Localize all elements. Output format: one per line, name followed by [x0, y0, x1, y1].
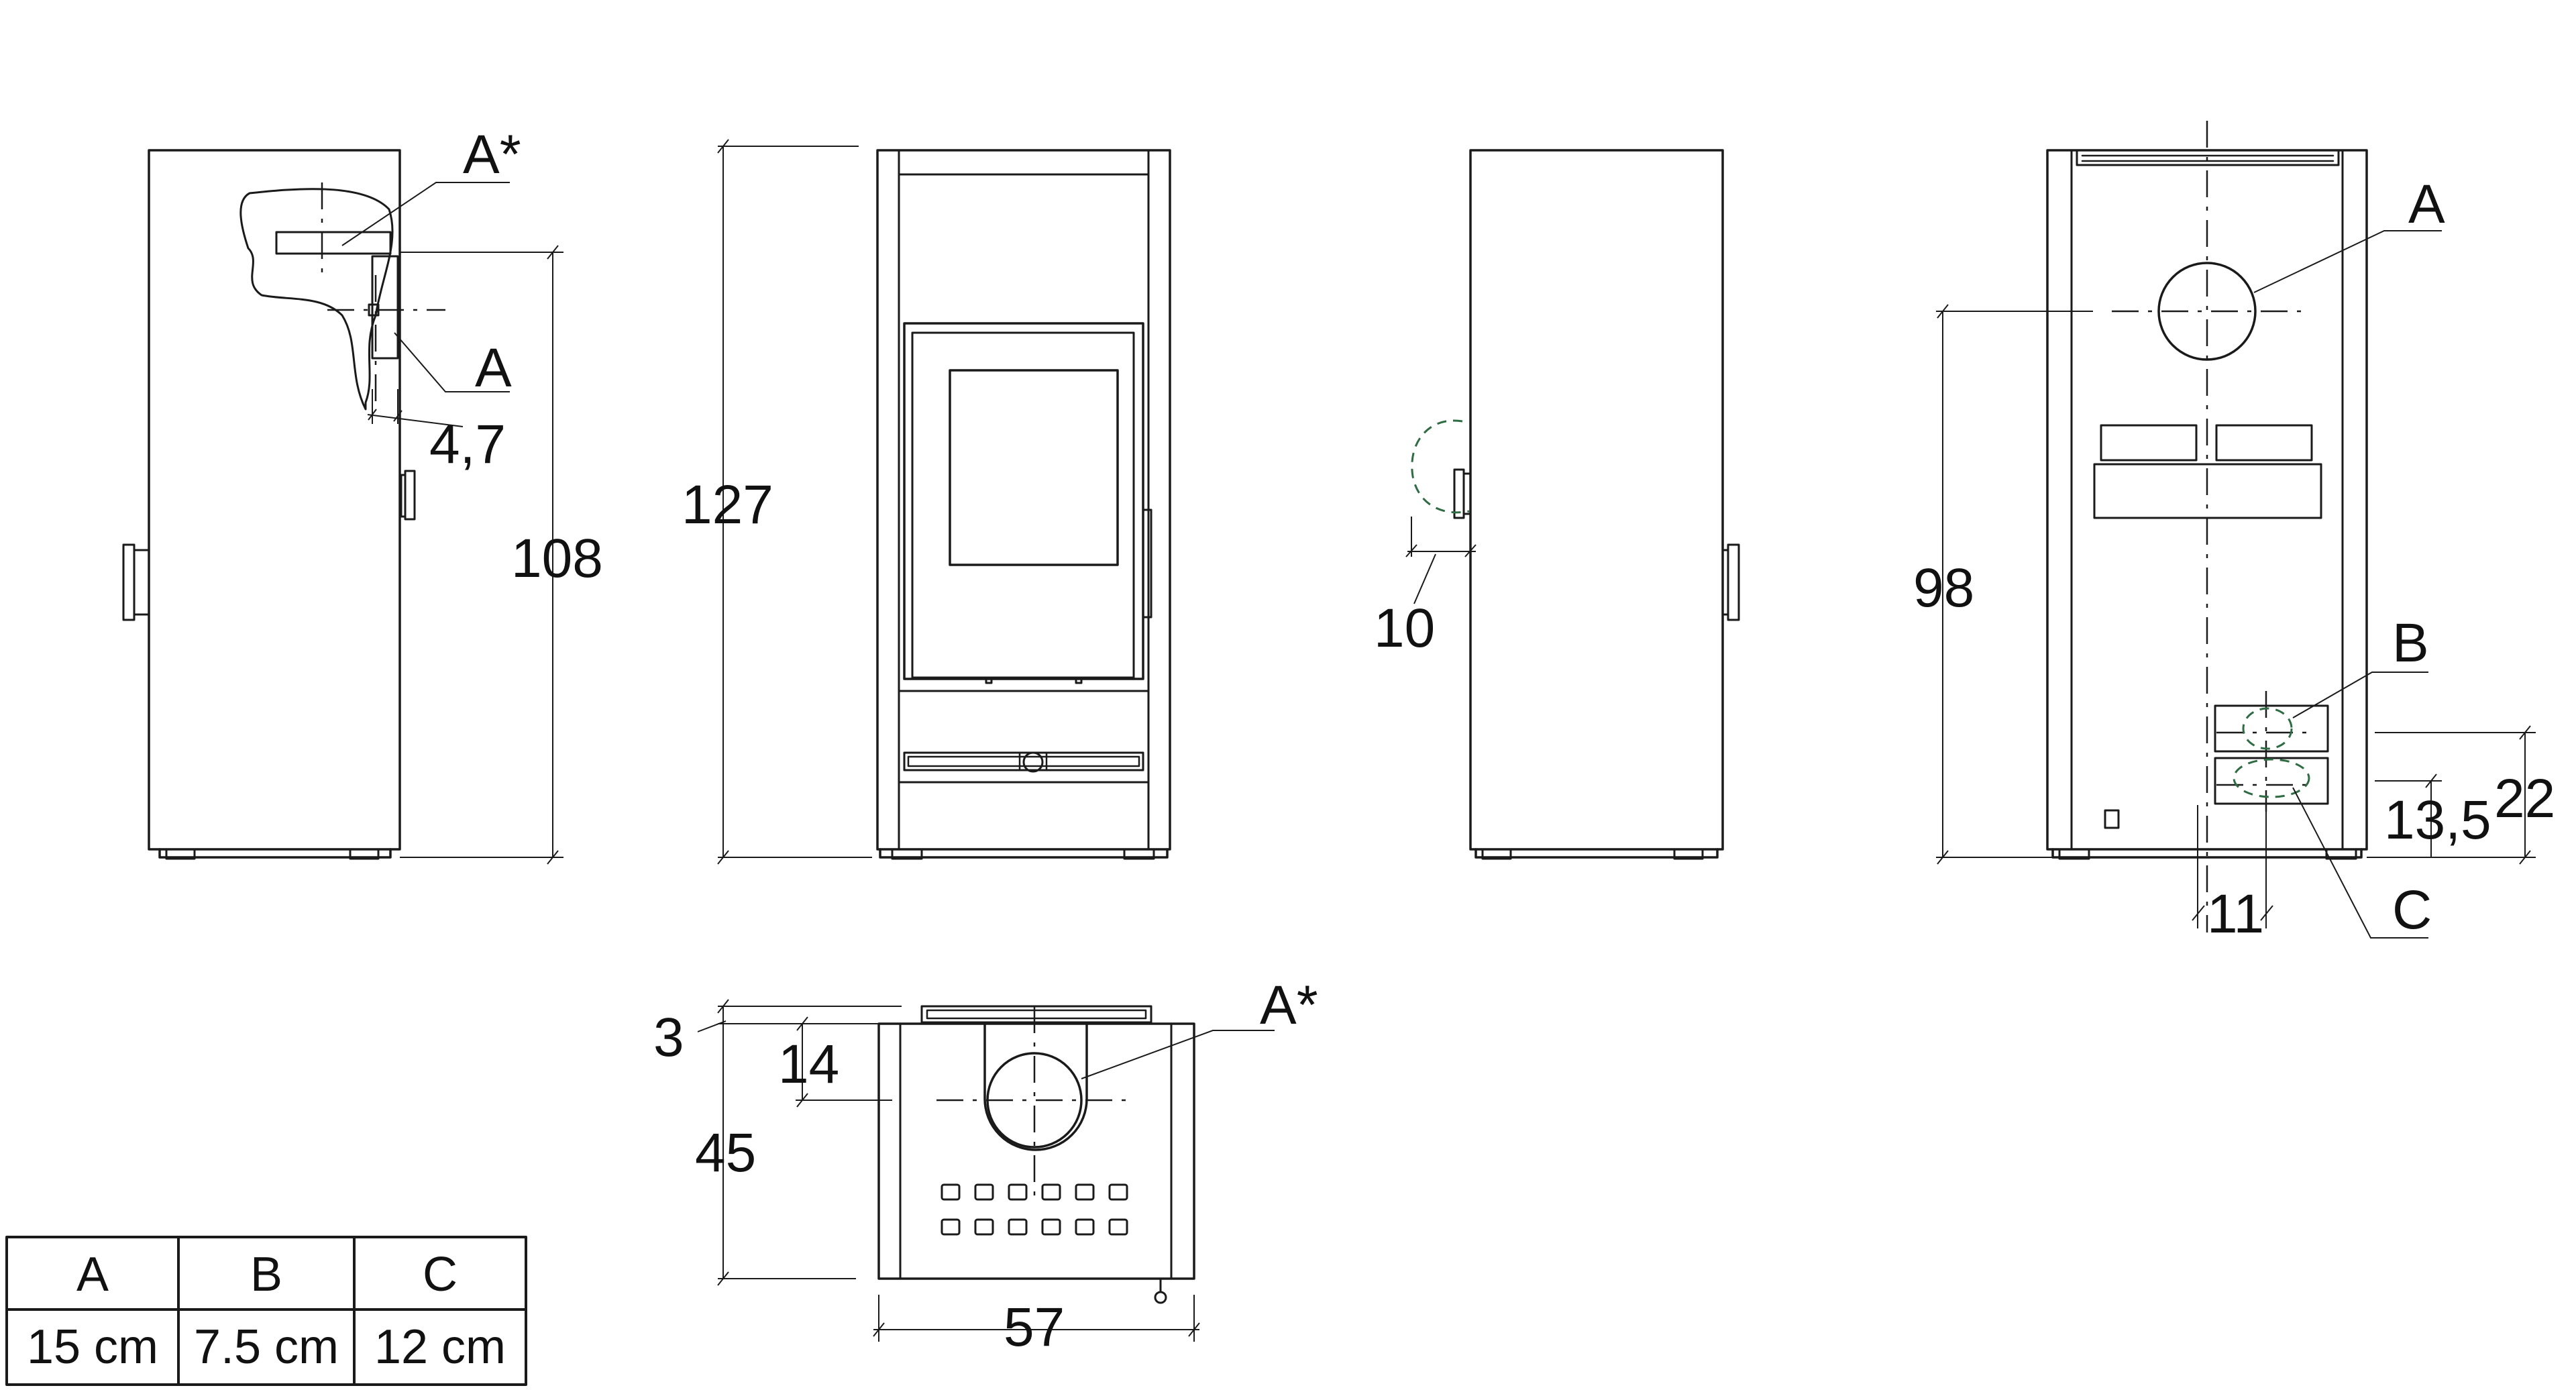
side-view-right: 10: [1374, 149, 1740, 860]
side-view-door-handle: [404, 470, 416, 521]
leader-rear-a: [2253, 230, 2442, 293]
dim-11: 11: [2207, 884, 2264, 945]
rear-view-inlet-c-highlight: [2233, 758, 2310, 798]
table-header-b: B: [250, 1248, 282, 1301]
top-view-vent-grid: [941, 1183, 1128, 1236]
dim-10: 10: [1374, 598, 1435, 659]
leader-side-a-star: [341, 182, 510, 246]
dim-10-line: [1407, 551, 1476, 604]
side-view-right-body: [1469, 149, 1724, 851]
dim-57: 57: [1004, 1297, 1065, 1358]
table-value-b: 7.5 cm: [194, 1320, 339, 1374]
top-view-body: [877, 1022, 1195, 1280]
dim-4-7: 4,7: [429, 414, 506, 475]
leader-rear-c: [2292, 787, 2428, 939]
dim-13-5: 13,5: [2384, 790, 2491, 851]
rear-view-vent-left: [2100, 424, 2198, 462]
label-rear-b: B: [2392, 612, 2429, 674]
side-view-body: [148, 149, 401, 851]
front-view-ash-drawer: [903, 751, 1144, 771]
rear-view-vent-panel: [2093, 463, 2322, 519]
rear-view-inlet-b: [2214, 704, 2329, 753]
side-view-connector-center: [368, 303, 380, 317]
top-view: A* 3 14 45 57: [653, 975, 1318, 1358]
front-view-door: [903, 322, 1144, 680]
side-view-outlet-rear: [371, 255, 399, 360]
side-view-foot-left: [165, 848, 196, 860]
table-value-a: 15 cm: [27, 1320, 158, 1374]
top-view-flue-housing: [983, 1022, 1088, 1151]
table-value-c: 12 cm: [374, 1320, 506, 1374]
front-view-base: [879, 848, 1169, 859]
dim-45: 45: [695, 1122, 756, 1183]
side-view-foot-right: [349, 848, 380, 860]
connection-size-table: A B C 15 cm 7.5 cm 12 cm: [5, 1236, 527, 1386]
dim-3: 3: [653, 1007, 684, 1068]
front-view-glass: [949, 369, 1119, 566]
side-view-outlet-top: [275, 231, 392, 255]
dim-4-7-line: [367, 414, 464, 427]
side-view-left: A* A 4,7 108: [122, 124, 603, 865]
label-rear-a: A: [2408, 174, 2445, 235]
leader-top-a-star: [1081, 1030, 1275, 1079]
side-view-cutaway: [239, 188, 394, 411]
dim-108: 108: [511, 528, 603, 589]
label-rear-c: C: [2392, 879, 2432, 941]
side-view-right-door-handle: [1453, 468, 1465, 519]
top-view-rear-rim: [920, 1005, 1152, 1024]
label-top-a-star: A*: [1260, 975, 1318, 1036]
front-view-drawer-knob: [1022, 751, 1044, 773]
table-header-c: C: [423, 1248, 458, 1301]
rear-view: A B C 98 22 13,5 11: [1913, 121, 2555, 945]
side-view-base: [158, 848, 392, 859]
rear-view-body: [2046, 149, 2368, 851]
rear-view-inlet-b-highlight: [2242, 707, 2293, 750]
front-view: 127: [682, 139, 1171, 865]
leader-side-a: [394, 332, 510, 392]
rear-view-top-rim: [2076, 149, 2340, 166]
side-view-right-handle-highlight: [1411, 419, 1470, 514]
rear-view-vent-right: [2215, 424, 2313, 462]
leader-rear-b: [2292, 672, 2428, 718]
dim-22: 22: [2494, 768, 2555, 829]
side-view-right-rear-handle: [1727, 543, 1740, 621]
label-side-a-star: A*: [463, 124, 521, 185]
front-view-door-hinge: [1142, 509, 1152, 619]
front-view-body: [876, 149, 1171, 851]
top-view-power-plug: [1154, 1291, 1167, 1304]
dim-14: 14: [778, 1034, 839, 1095]
label-side-a: A: [475, 337, 512, 398]
dim-98: 98: [1913, 557, 1974, 619]
side-view-rear-handle: [122, 543, 136, 621]
rear-view-switch: [2104, 809, 2120, 829]
table-header-a: A: [76, 1248, 109, 1301]
dim-127: 127: [682, 474, 773, 535]
rear-view-inlet-c: [2214, 757, 2329, 805]
